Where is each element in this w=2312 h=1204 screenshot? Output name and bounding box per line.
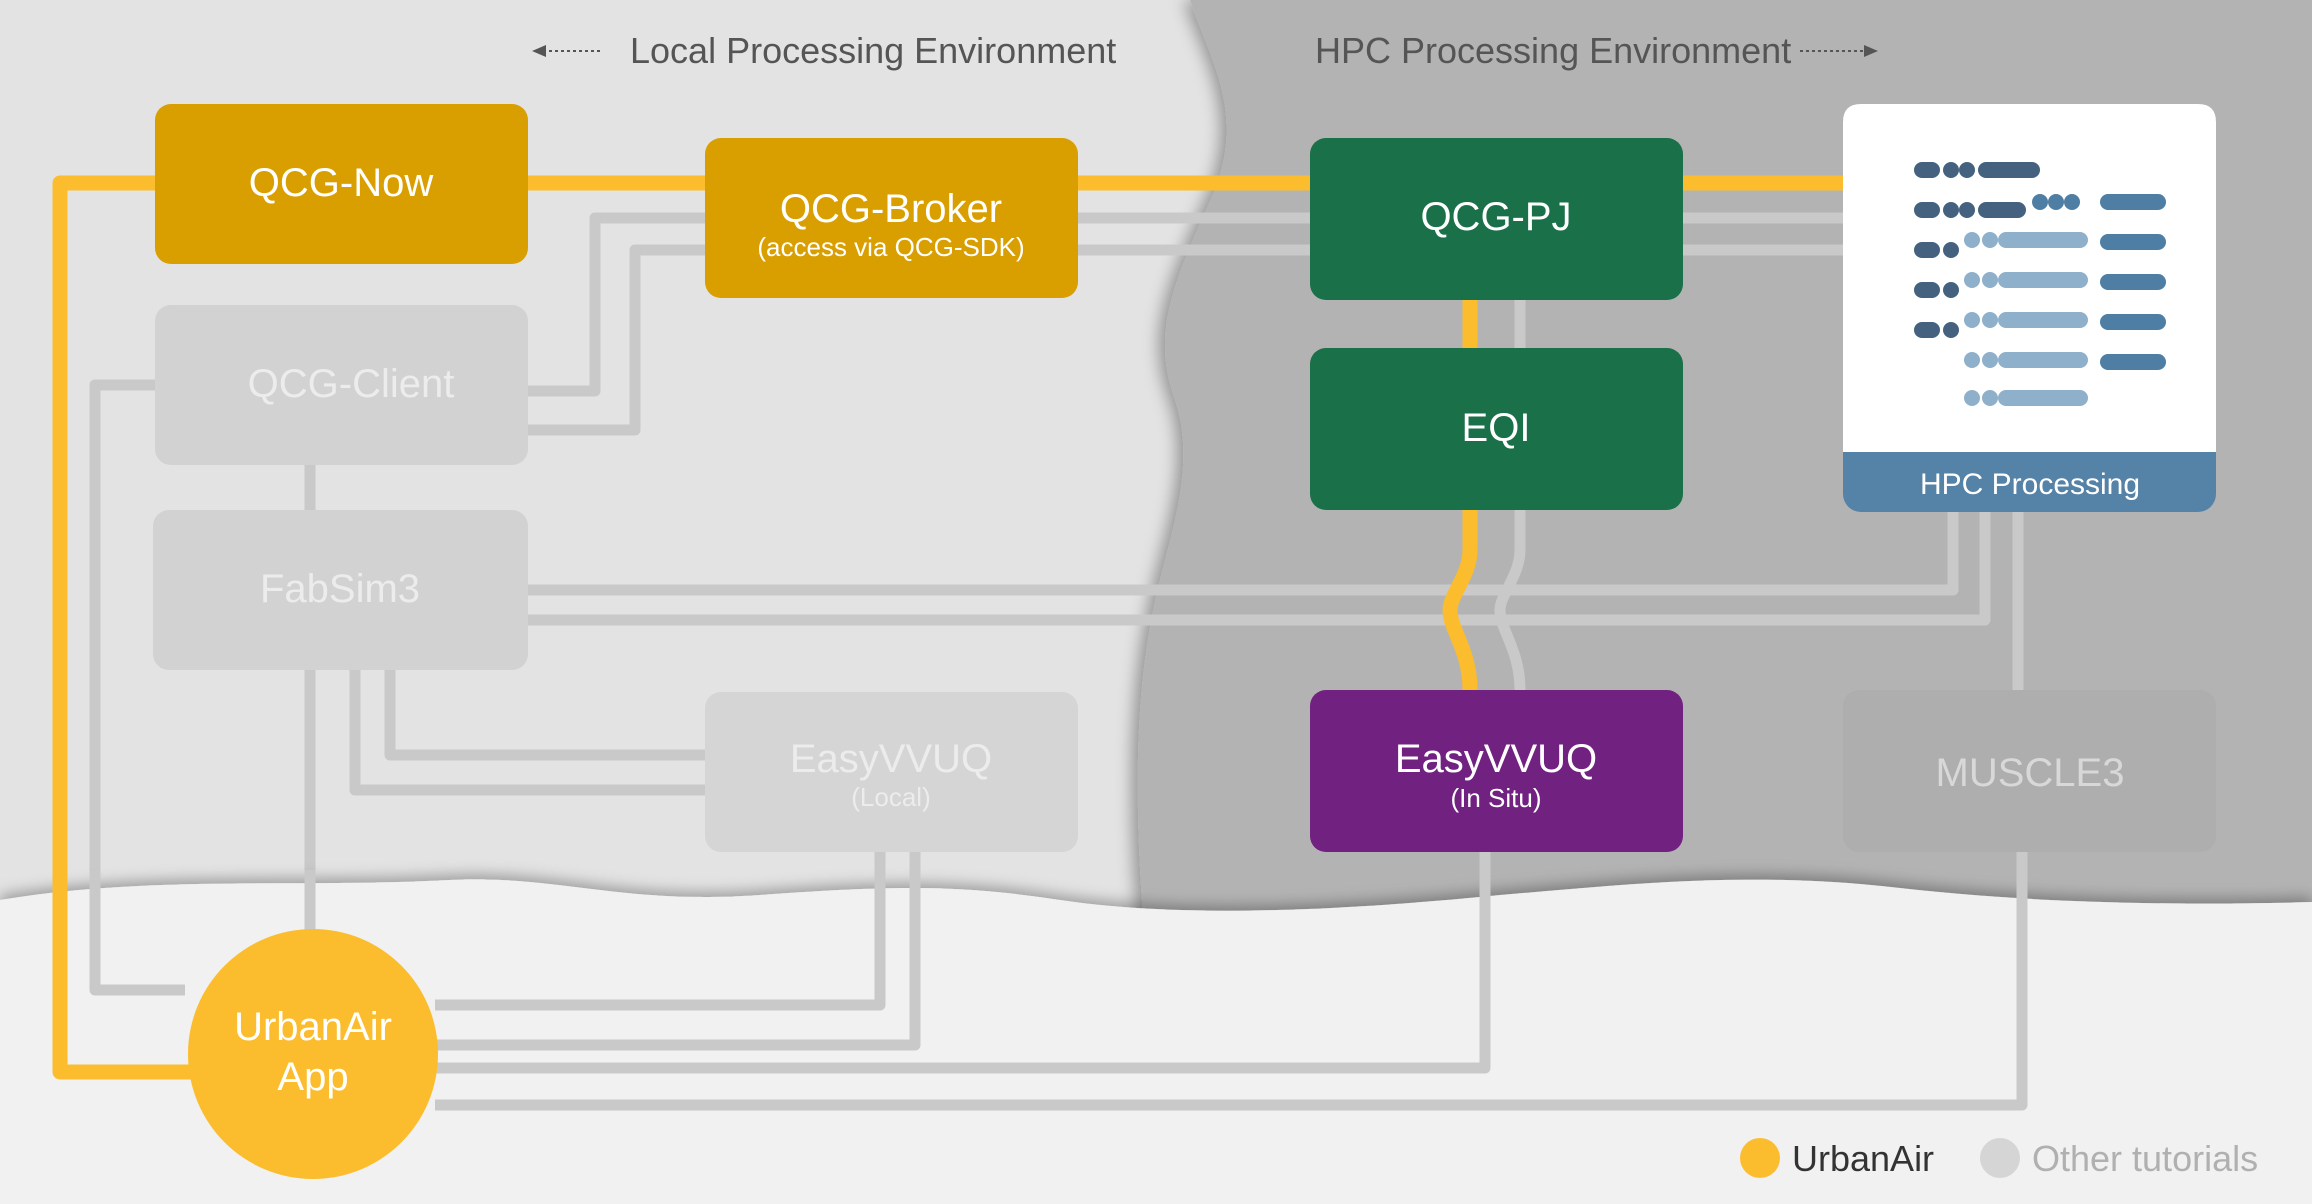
- legend-urbanair-swatch: [1740, 1138, 1780, 1178]
- easyvvuq-local-node[interactable]: EasyVVUQ (Local): [705, 692, 1078, 852]
- fabsim3-node[interactable]: FabSim3: [153, 510, 528, 670]
- easyvvuq-insitu-label: EasyVVUQ: [1395, 737, 1597, 781]
- qcg-now-label: QCG-Now: [249, 161, 434, 205]
- muscle3-label: MUSCLE3: [1936, 751, 2125, 795]
- hpc-environment-title: HPC Processing Environment: [1315, 30, 1878, 71]
- easyvvuq-insitu-node[interactable]: EasyVVUQ (In Situ): [1310, 690, 1683, 852]
- legend: UrbanAir Other tutorials: [1740, 1138, 2258, 1179]
- hpc-processing-node[interactable]: HPC Processing: [1843, 104, 2216, 512]
- job-bars-icon: [1914, 162, 2166, 406]
- local-environment-label: Local Processing Environment: [630, 30, 1116, 71]
- qcg-broker-node[interactable]: QCG-Broker (access via QCG-SDK): [705, 138, 1078, 298]
- qcg-pj-label: QCG-PJ: [1420, 195, 1571, 239]
- legend-other-label: Other tutorials: [2032, 1138, 2258, 1179]
- legend-urbanair-label: UrbanAir: [1792, 1138, 1934, 1179]
- qcg-pj-node[interactable]: QCG-PJ: [1310, 138, 1683, 300]
- qcg-broker-label: QCG-Broker: [780, 187, 1002, 231]
- qcg-client-node[interactable]: QCG-Client: [155, 305, 528, 465]
- easyvvuq-local-sublabel: (Local): [851, 782, 930, 812]
- local-environment-title: Local Processing Environment: [532, 30, 1116, 71]
- muscle3-node[interactable]: MUSCLE3: [1843, 690, 2216, 852]
- band-connections: [52, 852, 2028, 1111]
- urbanair-app-label-line2: App: [277, 1055, 348, 1099]
- qcg-broker-sublabel: (access via QCG-SDK): [757, 232, 1024, 262]
- bottom-band: [0, 879, 2312, 1204]
- qcg-client-label: QCG-Client: [248, 362, 455, 406]
- easyvvuq-insitu-sublabel: (In Situ): [1450, 783, 1541, 813]
- legend-other-swatch: [1980, 1138, 2020, 1178]
- fabsim3-label: FabSim3: [260, 567, 420, 611]
- hpc-processing-label: HPC Processing: [1920, 468, 2140, 501]
- eqi-label: EQI: [1462, 406, 1531, 450]
- hpc-environment-label: HPC Processing Environment: [1315, 30, 1791, 71]
- urbanair-app-node[interactable]: UrbanAir App: [188, 929, 438, 1179]
- urbanair-app-label-line1: UrbanAir: [234, 1005, 392, 1049]
- easyvvuq-local-label: EasyVVUQ: [790, 737, 992, 781]
- eqi-node[interactable]: EQI: [1310, 348, 1683, 510]
- qcg-now-node[interactable]: QCG-Now: [155, 104, 528, 264]
